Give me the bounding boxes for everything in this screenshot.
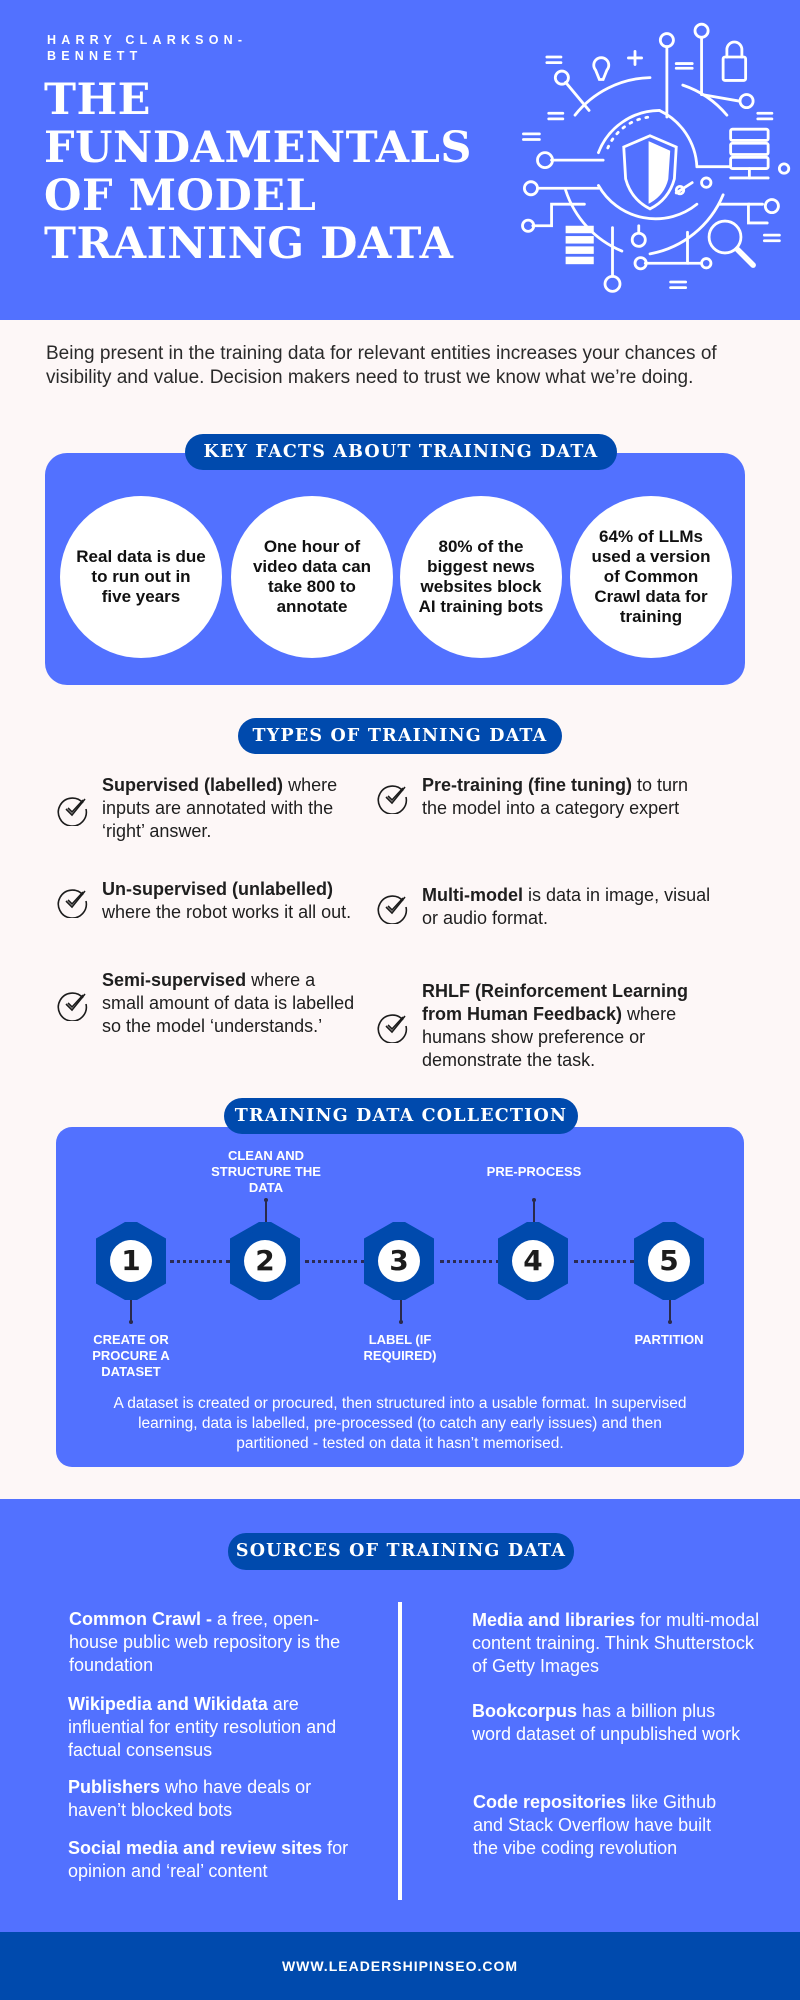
step-label: PARTITION [634, 1332, 704, 1347]
step-connector-line [130, 1300, 132, 1322]
source-description: for multi-modal content training. Think … [472, 1610, 760, 1676]
step-number: 3 [389, 1244, 409, 1277]
step-connector-line [265, 1200, 267, 1222]
source-term: Social media and review sites [68, 1838, 323, 1858]
type-item-rhlf: RHLF (Reinforcement Learning from Human … [376, 980, 716, 1072]
column-divider [398, 1602, 402, 1900]
title-line: FUNDAMENTALS [44, 123, 472, 173]
step-4-hexagon-icon [498, 1222, 568, 1300]
connector-dot [668, 1320, 672, 1324]
footer-url[interactable]: WWW.LEADERSHIPINSEO.COM [0, 1932, 800, 2000]
connector-dot [129, 1320, 133, 1324]
source-description: for opinion and ‘real’ content [68, 1838, 349, 1881]
source-item-common-crawl: Common Crawl - a free, open-house public… [69, 1608, 359, 1677]
step-label: LABEL (IF REQUIRED) [363, 1332, 437, 1363]
source-item-media-libraries: Media and libraries for multi-modal cont… [472, 1609, 762, 1678]
type-description: where the robot works it all out. [102, 902, 352, 922]
step-number: 1 [121, 1244, 141, 1277]
source-description: are influential for entity resolution an… [68, 1694, 337, 1760]
step-connector [440, 1260, 500, 1263]
source-item-code-repositories: Code repositories like Github and Stack … [473, 1791, 723, 1860]
source-term: Media and libraries [472, 1610, 636, 1630]
title-line: THE [44, 75, 151, 125]
step-connector [574, 1260, 634, 1263]
title-line: TRAINING DATA [44, 219, 454, 269]
source-description: like Github and Stack Overflow have buil… [473, 1792, 717, 1858]
check-circle-icon [377, 1014, 408, 1043]
source-description: a free, open-house public web repository… [69, 1609, 341, 1675]
source-term: Wikipedia and Wikidata [68, 1694, 268, 1714]
source-item-publishers: Publishers who have deals or haven’t blo… [68, 1776, 338, 1822]
step-connector-line [533, 1200, 535, 1222]
collection-heading: TRAINING DATA COLLECTION [224, 1098, 578, 1134]
author-name: HARRY CLARKSON-BENNETT [47, 33, 248, 63]
source-item-bookcorpus: Bookcorpus has a billion plus word datas… [472, 1700, 742, 1746]
step-number: 2 [255, 1244, 275, 1277]
page-title: THE FUNDAMENTALS OF MODEL TRAINING DATA [44, 76, 472, 268]
connector-dot [399, 1320, 403, 1324]
step-5-hexagon-icon [634, 1222, 704, 1300]
source-term: Bookcorpus [472, 1701, 578, 1721]
check-circle-icon [57, 796, 88, 826]
source-item-social-media: Social media and review sites for opinio… [68, 1837, 368, 1883]
step-connector-line [669, 1300, 671, 1322]
type-description: is data in image, visual or audio format… [422, 885, 711, 928]
step-number: 5 [659, 1244, 679, 1277]
source-item-wikipedia: Wikipedia and Wikidata are influential f… [68, 1693, 368, 1762]
key-facts-heading: KEY FACTS ABOUT TRAINING DATA [185, 434, 617, 470]
collection-description: A dataset is created or procured, then s… [113, 1395, 687, 1452]
type-term: Pre-training (fine tuning) [422, 775, 632, 795]
type-item-multimodel: Multi-model is data in image, visual or … [376, 884, 716, 930]
source-term: Publishers [68, 1777, 161, 1797]
check-circle-icon [57, 991, 88, 1021]
source-description: has a billion plus word dataset of unpub… [472, 1701, 741, 1744]
step-3-hexagon-icon [364, 1222, 434, 1300]
type-description: where a small amount of data is labelled… [102, 970, 355, 1036]
type-description: to turn the model into a category expert [422, 775, 689, 818]
title-line: OF MODEL [44, 171, 317, 221]
step-number: 4 [523, 1244, 543, 1277]
step-1-hexagon-icon [96, 1222, 166, 1300]
check-circle-icon [57, 889, 88, 918]
step-2-hexagon-icon [230, 1222, 300, 1300]
type-term: Multi-model [422, 885, 523, 905]
fact-circle: One hour of video data can take 800 to a… [231, 496, 393, 658]
type-item-pretraining: Pre-training (fine tuning) to turn the m… [376, 774, 716, 820]
intro-paragraph: Being present in the training data for r… [46, 343, 717, 388]
circuit-shield-icon [521, 22, 791, 293]
check-circle-icon [377, 895, 408, 924]
type-item-unsupervised: Un-supervised (unlabelled) where the rob… [56, 878, 366, 924]
step-label: CLEAN AND STRUCTURE THE DATA [211, 1148, 321, 1195]
type-item-semisupervised: Semi-supervised where a small amount of … [56, 969, 356, 1038]
type-term: Semi-supervised [102, 970, 247, 990]
fact-circle: Real data is due to run out in five year… [60, 496, 222, 658]
type-description: where inputs are annotated with the ‘rig… [102, 775, 338, 841]
check-circle-icon [377, 785, 408, 814]
source-term: Common Crawl - [69, 1609, 213, 1629]
type-term: RHLF (Reinforcement Learning from Human … [422, 981, 689, 1024]
type-term: Un-supervised (unlabelled) [102, 879, 334, 899]
type-description: where humans show preference or demonstr… [422, 1004, 677, 1070]
fact-circle: 80% of the biggest news websites block A… [400, 496, 562, 658]
source-term: Code repositories [473, 1792, 627, 1812]
fact-circle: 64% of LLMs used a version of Common Cra… [570, 496, 732, 658]
types-heading: TYPES OF TRAINING DATA [238, 718, 562, 754]
step-connector-line [400, 1300, 402, 1322]
connector-dot [532, 1198, 536, 1202]
sources-heading: SOURCES OF TRAINING DATA [228, 1533, 574, 1570]
type-item-supervised: Supervised (labelled) where inputs are a… [56, 774, 366, 843]
step-connector [305, 1260, 365, 1263]
step-label: PRE-PROCESS [486, 1164, 582, 1179]
connector-dot [264, 1198, 268, 1202]
type-term: Supervised (labelled) [102, 775, 284, 795]
step-label: CREATE OR PROCURE A DATASET [92, 1332, 170, 1379]
source-description: who have deals or haven’t blocked bots [68, 1777, 312, 1820]
step-connector [170, 1260, 230, 1263]
